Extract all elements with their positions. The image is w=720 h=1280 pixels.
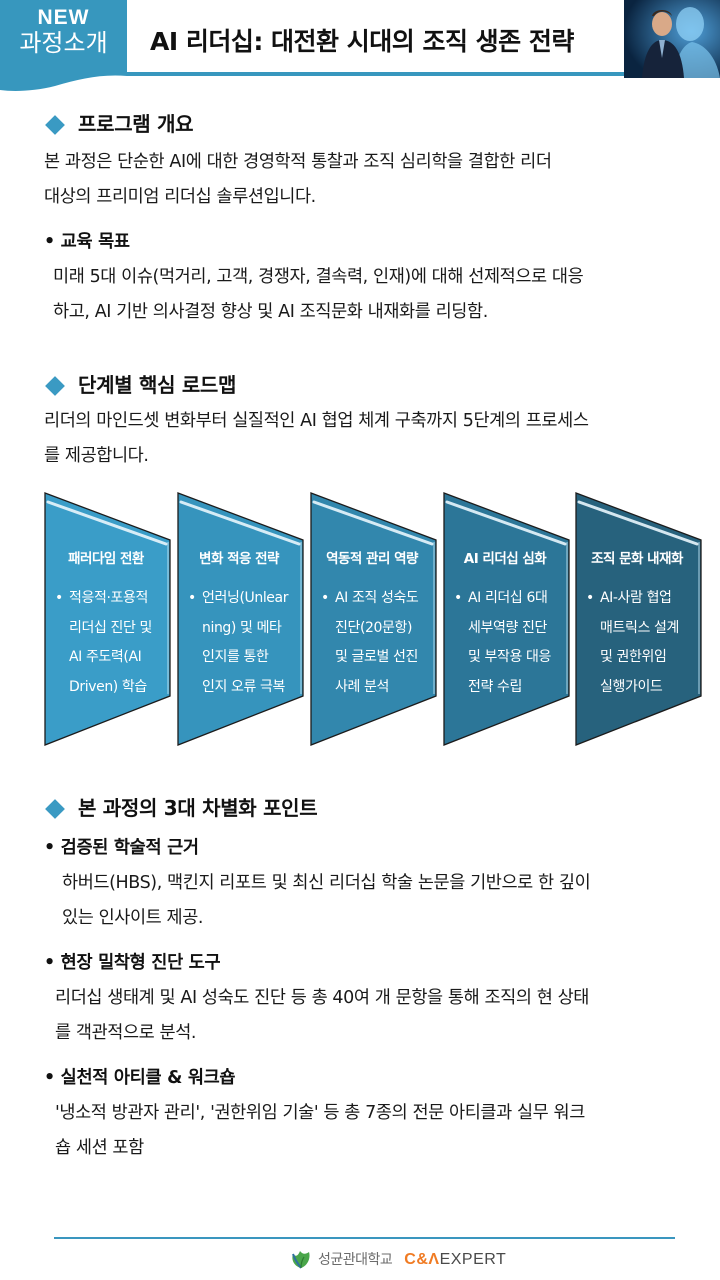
step-line: Driven) 학습 (69, 678, 147, 695)
badge-new-label: NEW (37, 6, 90, 29)
point-line: 리더십 생태계 및 AI 성숙도 진단 등 총 40여 개 문항을 통해 조직의… (55, 988, 589, 1008)
point-title-1: • 검증된 학술적 근거 (44, 838, 199, 858)
footer-divider (54, 1237, 675, 1239)
section-heading-points: 본 과정의 3대 차별화 포인트 (44, 792, 318, 821)
step-line: AI 주도력(AI (69, 649, 142, 665)
step-line: 인지를 통한 (202, 649, 269, 665)
roadmap-paragraph: 리더의 마인드셋 변화부터 실질적인 AI 협업 체계 구축까지 5단계의 프로… (44, 404, 589, 474)
diamond-bullet-icon (45, 114, 65, 135)
roadmap-step-3: 역동적 관리 역량 • AI 조직 성숙도 진단(20문항) 및 글로벌 선진 … (310, 492, 437, 746)
step-title: 변화 적응 전략 (199, 551, 279, 567)
point-body-2: 리더십 생태계 및 AI 성숙도 진단 등 총 40여 개 문항을 통해 조직의… (55, 981, 589, 1051)
step-title: 조직 문화 내재화 (591, 551, 683, 567)
roadmap-step-1: 패러다임 전환 • 적응적·포용적 리더십 진단 및 AI 주도력(AI Dri… (44, 492, 171, 746)
step-line: AI 조직 성숙도 (335, 590, 419, 606)
section-heading-overview: 프로그램 개요 (44, 108, 194, 137)
step-line: 실행가이드 (600, 678, 663, 695)
step-line: 및 글로벌 선진 (335, 649, 418, 665)
roadmap-line: 를 제공합니다. (44, 446, 149, 466)
step-description: • AI 조직 성숙도 진단(20문항) 및 글로벌 선진 사례 분석 (321, 584, 433, 702)
skku-ginkgo-logo-icon (292, 1251, 310, 1269)
step-line: AI 리더십 6대 (468, 590, 548, 606)
step-line: 진단(20문항) (335, 619, 413, 636)
roadmap-line: 리더의 마인드셋 변화부터 실질적인 AI 협업 체계 구축까지 5단계의 프로… (44, 411, 589, 431)
step-description: • AI 리더십 6대 세부역량 진단 및 부작용 대응 전략 수립 (454, 584, 566, 702)
chevron-shape (443, 492, 570, 746)
badge-course-intro-label: 과정소개 (19, 28, 108, 57)
brand-ca-logo: C&Λ (404, 1251, 440, 1268)
point-line: 숍 세션 포함 (55, 1138, 144, 1158)
step-title: 패러다임 전환 (68, 551, 144, 567)
roadmap-step-5: 조직 문화 내재화 • AI-사람 협업 매트릭스 설계 및 권한위임 실행가이… (575, 492, 702, 746)
step-line: 및 부작용 대응 (468, 649, 551, 665)
section-heading-roadmap: 단계별 핵심 로드맵 (44, 369, 236, 398)
chevron-shape (44, 492, 171, 746)
page-title: AI 리더십: 대전환 시대의 조직 생존 전략 (150, 27, 574, 56)
step-line: 리더십 진단 및 (69, 619, 152, 636)
bullet-dot: • (188, 590, 196, 606)
roadmap-step-4: AI 리더십 심화 • AI 리더십 6대 세부역량 진단 및 부작용 대응 전… (443, 492, 570, 746)
step-line: 및 권한위임 (600, 649, 667, 665)
step-title: 역동적 관리 역량 (326, 551, 418, 567)
badge-wave-shape (0, 0, 127, 91)
university-name: 성균관대학교 (318, 1252, 393, 1268)
point-line: 있는 인사이트 제공. (62, 908, 204, 928)
step-line: 세부역량 진단 (468, 619, 547, 636)
bullet-dot: • (586, 590, 594, 606)
points-heading-text: 본 과정의 3대 차별화 포인트 (78, 796, 318, 820)
new-course-badge: NEW 과정소개 (0, 0, 127, 92)
roadmap-heading-text: 단계별 핵심 로드맵 (78, 373, 237, 397)
roadmap-step-2: 변화 적응 전략 • 언러닝(Unlear ning) 및 메타 인지를 통한 … (177, 492, 304, 746)
bullet-dot: • (454, 590, 462, 606)
point-title-3: • 실천적 아티클 & 워크숍 (44, 1068, 236, 1088)
overview-paragraph: 본 과정은 단순한 AI에 대한 경영학적 통찰과 조직 심리학을 결합한 리더… (44, 145, 552, 215)
step-line: 인지 오류 극복 (202, 678, 285, 695)
point-body-1: 하버드(HBS), 맥킨지 리포트 및 최신 리더십 학술 논문을 기반으로 한… (62, 866, 591, 936)
goal-line: 미래 5대 이슈(먹거리, 고객, 경쟁자, 결속력, 인재)에 대해 선제적으… (53, 267, 584, 287)
step-description: • 적응적·포용적 리더십 진단 및 AI 주도력(AI Driven) 학습 (55, 584, 167, 702)
overview-line: 대상의 프리미엄 리더십 솔루션입니다. (44, 187, 316, 207)
step-line: 사례 분석 (335, 678, 389, 695)
diamond-bullet-icon (45, 798, 65, 819)
overview-line: 본 과정은 단순한 AI에 대한 경영학적 통찰과 조직 심리학을 결합한 리더 (44, 152, 552, 172)
step-line: 언러닝(Unlear (202, 590, 289, 606)
step-title: AI 리더십 심화 (463, 551, 547, 567)
bullet-dot: • (321, 590, 329, 606)
point-line: 하버드(HBS), 맥킨지 리포트 및 최신 리더십 학술 논문을 기반으로 한… (62, 873, 591, 893)
step-line: AI-사람 협업 (600, 590, 672, 606)
step-description: • AI-사람 협업 매트릭스 설계 및 권한위임 실행가이드 (586, 584, 698, 702)
step-line: 적응적·포용적 (69, 590, 148, 606)
point-title-2: • 현장 밀착형 진단 도구 (44, 953, 221, 973)
goal-line: 하고, AI 기반 의사결정 향상 및 AI 조직문화 내재화를 리딩함. (53, 302, 488, 322)
chevron-shape (177, 492, 304, 746)
hero-image (624, 0, 720, 78)
diamond-bullet-icon (45, 375, 65, 396)
header-divider (127, 72, 625, 76)
point-line: 를 객관적으로 분석. (55, 1023, 197, 1043)
chevron-shape (575, 492, 702, 746)
brand-expert-logo: EXPERT (439, 1251, 507, 1268)
chevron-shape (310, 492, 437, 746)
footer-logos: 성균관대학교 C&ΛEXPERT (290, 1246, 506, 1272)
goal-paragraph: 미래 5대 이슈(먹거리, 고객, 경쟁자, 결속력, 인재)에 대해 선제적으… (53, 260, 584, 330)
step-line: 매트릭스 설계 (600, 619, 679, 636)
point-body-3: '냉소적 방관자 관리', '권한위임 기술' 등 총 7종의 전문 아티클과 … (55, 1096, 585, 1166)
overview-heading-text: 프로그램 개요 (78, 112, 194, 136)
bullet-dot: • (55, 590, 63, 606)
step-line: 전략 수립 (468, 678, 522, 695)
point-line: '냉소적 방관자 관리', '권한위임 기술' 등 총 7종의 전문 아티클과 … (55, 1103, 585, 1123)
goal-heading: • 교육 목표 (44, 232, 130, 252)
step-line: ning) 및 메타 (202, 619, 282, 636)
step-description: • 언러닝(Unlear ning) 및 메타 인지를 통한 인지 오류 극복 (188, 584, 300, 702)
